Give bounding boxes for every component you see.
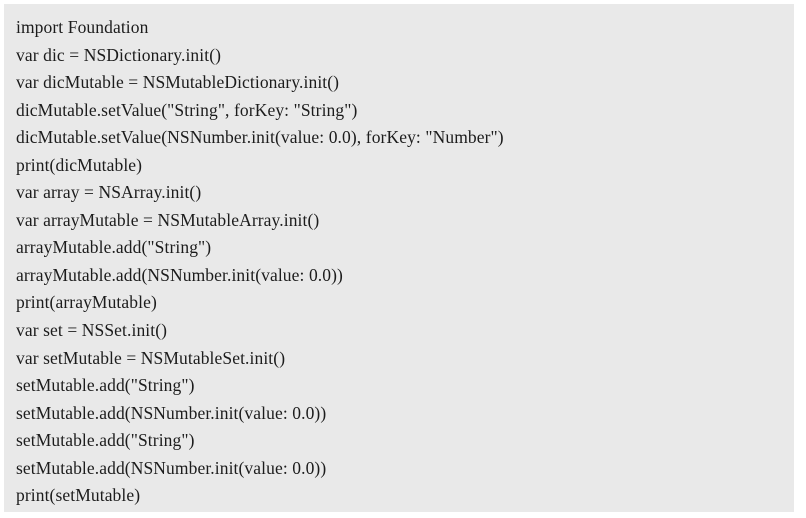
code-line: arrayMutable.add(NSNumber.init(value: 0.… — [16, 264, 343, 285]
code-line: print(arrayMutable) — [16, 292, 157, 313]
code-line: setMutable.add("String") — [16, 375, 195, 396]
code-line: print(dicMutable) — [16, 154, 143, 175]
code-block: import Foundation var dic = NSDictionary… — [4, 4, 794, 512]
code-line: import Foundation — [16, 17, 149, 37]
code-line: var array = NSArray.init() — [16, 182, 202, 203]
code-line: dicMutable.setValue(NSNumber.init(value:… — [16, 127, 504, 148]
code-line: setMutable.add("String") — [16, 430, 195, 451]
code-line: var dicMutable = NSMutableDictionary.ini… — [16, 72, 340, 93]
code-line: setMutable.add(NSNumber.init(value: 0.0)… — [16, 457, 327, 478]
code-line: var set = NSSet.init() — [16, 320, 168, 341]
code-line: var dic = NSDictionary.init() — [16, 44, 222, 65]
code-line: arrayMutable.add("String") — [16, 237, 212, 258]
code-line: var setMutable = NSMutableSet.init() — [16, 347, 286, 368]
code-line: setMutable.add(NSNumber.init(value: 0.0)… — [16, 402, 327, 423]
code-line: dicMutable.setValue("String", forKey: "S… — [16, 99, 358, 120]
code-line: var arrayMutable = NSMutableArray.init() — [16, 209, 320, 230]
code-line: print(setMutable) — [16, 485, 141, 506]
